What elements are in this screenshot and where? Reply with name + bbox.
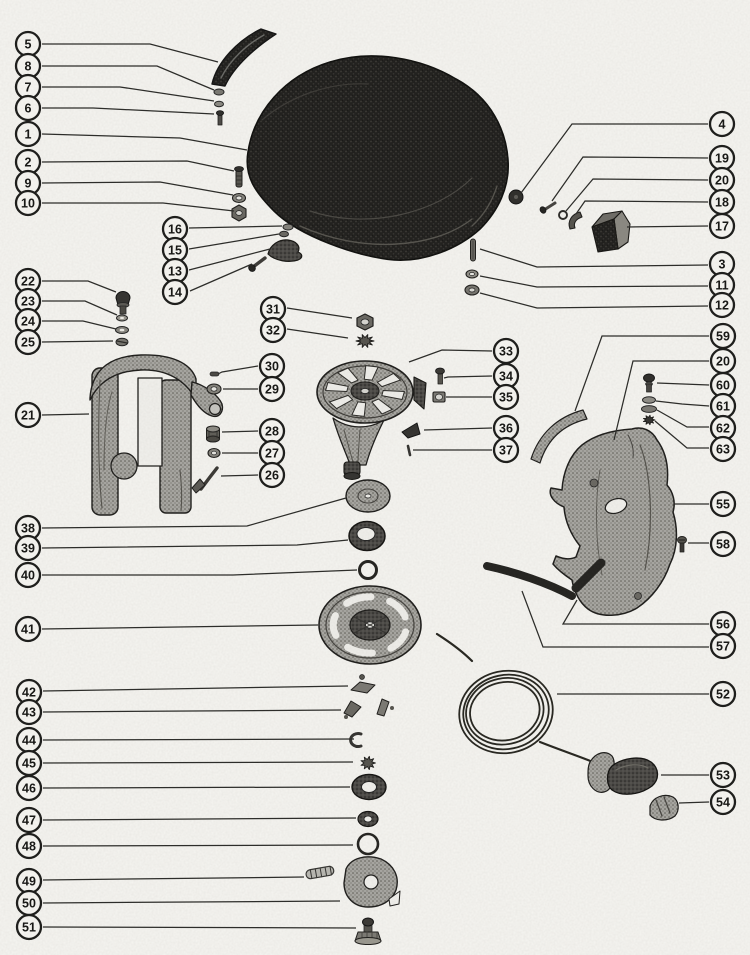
exploded-parts-diagram-page: 5876129101615131422232425213132302928272… [0, 0, 750, 955]
exploded-parts-diagram: 5876129101615131422232425213132302928272… [0, 0, 750, 955]
scan-grain-overlay [0, 0, 750, 955]
